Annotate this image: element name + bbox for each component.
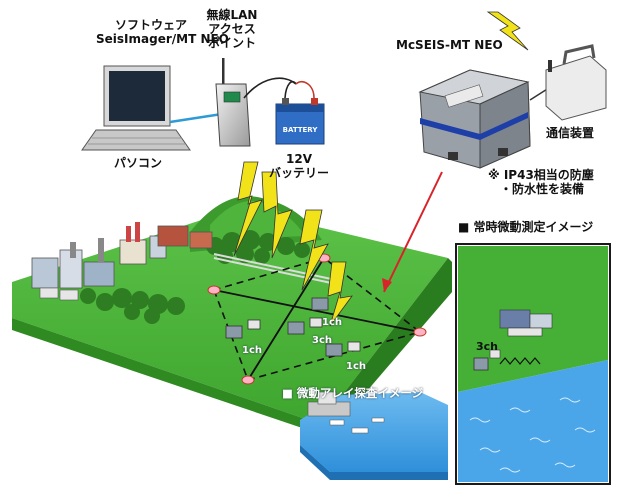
channel-label-left: 1ch xyxy=(242,345,263,356)
laptop-cable xyxy=(169,112,223,124)
software-label-line1: ソフトウェア xyxy=(114,18,187,32)
array-solid-lines xyxy=(213,257,421,381)
railway xyxy=(213,253,337,285)
channel-label-inset: 3ch xyxy=(476,340,499,353)
ip43-note-line2: ・防水性を装備 xyxy=(500,182,585,196)
array-lines xyxy=(213,257,422,381)
pointer-arrow xyxy=(382,171,443,293)
battery-voltage-label: 12V xyxy=(286,152,312,166)
array-end-markers xyxy=(207,253,427,385)
inset-panel xyxy=(455,243,611,485)
channel-label-top: 1ch xyxy=(322,317,343,328)
software-label-line2: SeisImager/MT NEO xyxy=(96,32,229,46)
sensor-units xyxy=(225,297,361,357)
battery-label: 12V バッテリー xyxy=(262,152,336,180)
comm-unit-icon xyxy=(529,44,607,121)
channel-label-mid: 3ch xyxy=(312,335,333,346)
ip43-note-line1: ※ IP43相当の防塵 xyxy=(488,168,594,182)
channel-label-bottom: 1ch xyxy=(346,361,367,372)
battery-name-label: バッテリー xyxy=(268,166,329,180)
battery-icon: BATTERY xyxy=(275,80,325,145)
wlan-label: 無線LAN アクセス ポイント xyxy=(200,8,264,50)
harbor xyxy=(307,391,385,434)
mcseis-device-icon xyxy=(418,69,531,169)
wlan-label-line1: 無線LAN xyxy=(206,8,258,22)
factory-buildings xyxy=(31,222,213,301)
wlan-label-line2: アクセス xyxy=(208,22,256,36)
array-survey-title: ■ 微動アレイ探査イメージ xyxy=(282,386,424,400)
constant-microtremor-title: ■ 常時微動測定イメージ xyxy=(458,220,594,234)
pc-label: パソコン xyxy=(113,156,162,170)
lightning-bolts xyxy=(233,11,529,327)
battery-case-label: BATTERY xyxy=(283,126,319,134)
wlan-label-line3: ポイント xyxy=(207,36,256,50)
software-label: ソフトウェア SeisImager/MT NEO xyxy=(96,18,229,46)
laptop-icon xyxy=(81,65,191,151)
device-label: McSEIS-MT NEO xyxy=(396,38,503,52)
comm-label: 通信装置 xyxy=(546,126,595,140)
ip43-note: ※ IP43相当の防塵 ・防水性を装備 xyxy=(488,168,594,196)
